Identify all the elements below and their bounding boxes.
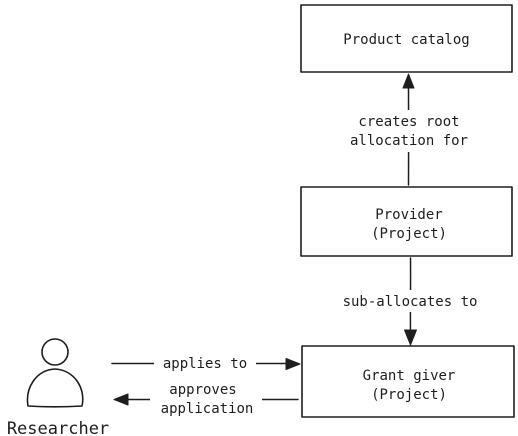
node-provider-label-line1: Provider xyxy=(375,207,442,223)
edge-applies-to[interactable]: applies to xyxy=(111,354,301,373)
edge-creates-root-label-bg xyxy=(338,110,480,152)
edge-applies-to-label: applies to xyxy=(163,356,247,372)
edge-creates-root-arrowhead-icon xyxy=(402,73,415,89)
edge-sub-allocates[interactable]: sub-allocates to xyxy=(333,257,488,346)
edge-creates-root-label-line1: creates root xyxy=(358,114,459,130)
edge-approves-label-line2: application xyxy=(161,401,254,417)
edge-creates-root-allocation[interactable]: creates root allocation for xyxy=(338,73,480,186)
edge-approves-application[interactable]: approves application xyxy=(113,380,299,418)
edge-sub-allocates-arrowhead-icon xyxy=(404,329,417,346)
edge-applies-to-label-bg xyxy=(154,354,256,373)
edge-approves-label-bg xyxy=(150,380,262,418)
node-product-catalog-border xyxy=(300,4,513,73)
actor-researcher-head-icon xyxy=(41,338,69,366)
edge-sub-allocates-label: sub-allocates to xyxy=(343,294,478,310)
edge-sub-allocates-label-bg xyxy=(333,290,488,312)
edge-approves-label-line1: approves xyxy=(169,382,236,398)
actor-researcher-label: Researcher xyxy=(7,419,109,436)
edge-creates-root-label-line2: allocation for xyxy=(350,133,468,149)
node-grant-giver[interactable]: Grant giver (Project) xyxy=(301,345,515,418)
node-grant-giver-label-line1: Grant giver xyxy=(363,368,456,384)
actor-researcher-body-icon xyxy=(26,368,84,408)
node-provider-border xyxy=(300,186,513,257)
edge-applies-to-arrowhead-icon xyxy=(285,358,301,370)
node-provider-label-line2: (Project) xyxy=(371,226,447,242)
edge-approves-arrowhead-icon xyxy=(113,393,129,406)
node-product-catalog-label: Product catalog xyxy=(343,32,469,48)
node-grant-giver-label-line2: (Project) xyxy=(371,387,447,403)
node-product-catalog[interactable]: Product catalog xyxy=(300,4,513,73)
node-grant-giver-border xyxy=(301,345,515,418)
actor-researcher[interactable]: Researcher xyxy=(7,338,109,436)
node-provider[interactable]: Provider (Project) xyxy=(300,186,513,257)
